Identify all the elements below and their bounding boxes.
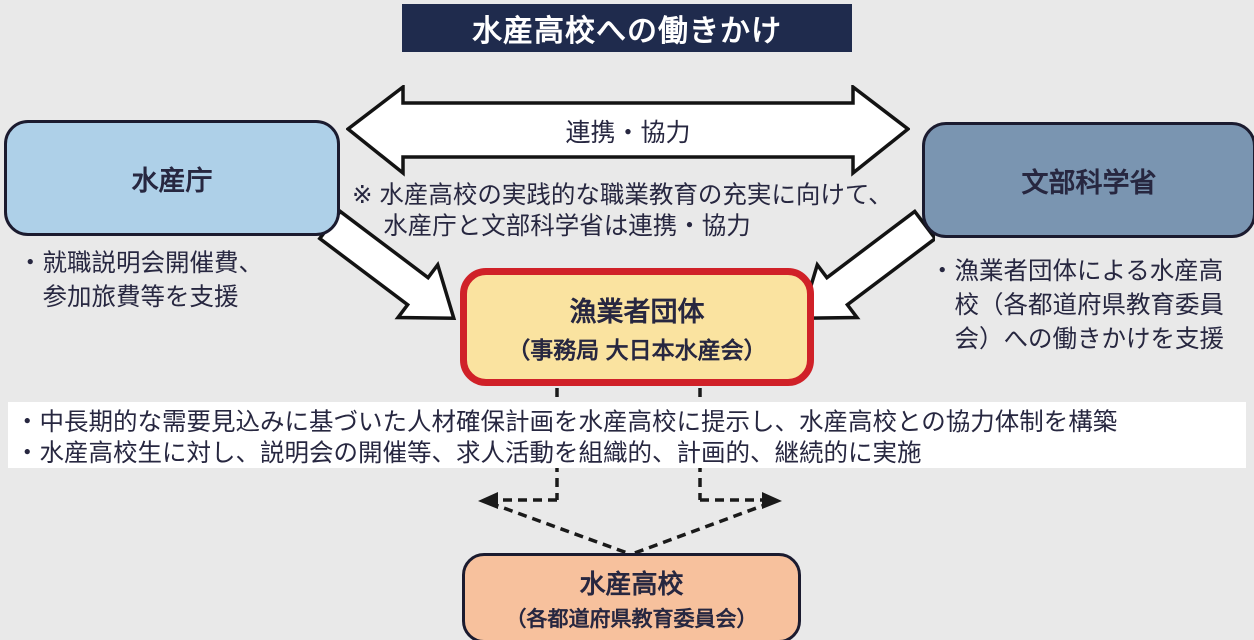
fisheries-high-school-label: 水産高校 bbox=[579, 568, 684, 599]
diagram-title-banner: 水産高校への働きかけ bbox=[402, 4, 852, 52]
mext-label: 文部科学省 bbox=[1021, 167, 1157, 198]
mext-box: 文部科学省 bbox=[922, 122, 1254, 238]
dashed-arrowhead-right bbox=[762, 492, 782, 509]
dashed-edge-right bbox=[631, 501, 771, 556]
fisheries-high-school-box: 水産高校 （各都道府県教育委員会） bbox=[462, 553, 801, 640]
dashed-edge-left bbox=[489, 501, 631, 556]
fishermen-org-sublabel: （事務局 大日本水産会） bbox=[507, 336, 767, 363]
fisheries-agency-label: 水産庁 bbox=[131, 165, 213, 196]
dashed-arrowhead-left bbox=[478, 492, 498, 509]
org-actions-band: ・中長期的な需要見込みに基づいた人材確保計画を水産高校に提示し、水産高校との協力… bbox=[8, 402, 1246, 468]
fisheries-high-school-sublabel: （各都道府県教育委員会） bbox=[505, 607, 758, 631]
fisheries-agency-box: 水産庁 bbox=[4, 120, 340, 236]
mext-to-org-arrow bbox=[798, 208, 935, 321]
fishermen-org-label: 漁業者団体 bbox=[569, 296, 705, 327]
agency-support-note: ・就職説明会開催費、 参加旅費等を支援 bbox=[18, 250, 263, 311]
org-actions-text: ・中長期的な需要見込みに基づいた人材確保計画を水産高校に提示し、水産高校との協力… bbox=[15, 409, 1118, 467]
mext-to-org-arrow-shape bbox=[798, 208, 935, 321]
cooperation-arrow-shape bbox=[346, 85, 910, 177]
mext-support-note: ・漁業者団体による水産高 校（各都道府県教育委員 会）への働きかけを支援 bbox=[930, 258, 1224, 353]
cooperation-arrow-label: 連携・協力 bbox=[565, 119, 691, 147]
org-to-school-dashed-arrow bbox=[478, 373, 782, 556]
diagram-title: 水産高校への働きかけ bbox=[472, 15, 782, 48]
agency-to-org-arrow-shape bbox=[317, 208, 457, 321]
cooperation-note: ※ 水産高校の実践的な職業教育の充実に向けて、 水産庁と文部科学省は連携・協力 bbox=[352, 182, 893, 240]
cooperation-arrow bbox=[346, 85, 910, 177]
agency-to-org-arrow bbox=[317, 208, 457, 321]
fishermen-org-box: 漁業者団体 （事務局 大日本水産会） bbox=[460, 268, 814, 386]
